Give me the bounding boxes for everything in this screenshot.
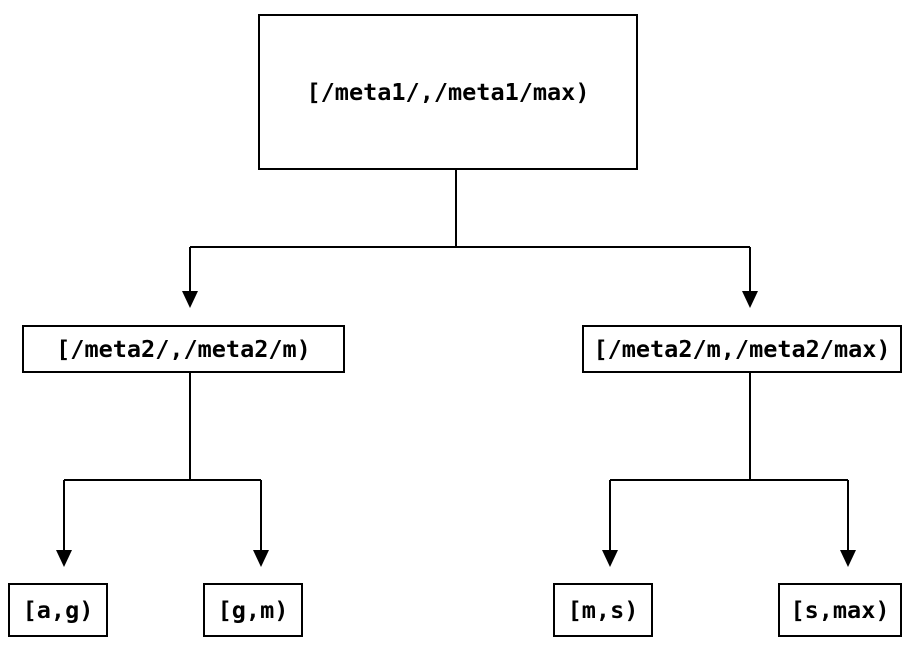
node-leaf-s-max: [s,max) xyxy=(778,583,902,637)
arrow-down-icon xyxy=(182,291,198,308)
edge-lines-right xyxy=(609,373,849,552)
edge-lines-root xyxy=(189,170,751,293)
node-label: [m,s) xyxy=(567,596,639,624)
node-meta2-left: [/meta2/,/meta2/m) xyxy=(22,325,345,373)
arrow-down-icon xyxy=(253,550,269,567)
node-label: [/meta2/,/meta2/m) xyxy=(56,335,311,363)
edge-right-to-children xyxy=(602,373,856,567)
node-leaf-g-m: [g,m) xyxy=(203,583,303,637)
edge-root-to-children xyxy=(182,170,758,308)
node-label: [/meta1/,/meta1/max) xyxy=(306,78,590,106)
arrow-down-icon xyxy=(742,291,758,308)
arrow-down-icon xyxy=(56,550,72,567)
node-label: [g,m) xyxy=(217,596,289,624)
node-root: [/meta1/,/meta1/max) xyxy=(258,14,638,170)
node-leaf-a-g: [a,g) xyxy=(8,583,108,637)
arrow-down-icon xyxy=(840,550,856,567)
node-label: [s,max) xyxy=(790,596,890,624)
node-meta2-right: [/meta2/m,/meta2/max) xyxy=(582,325,902,373)
node-leaf-m-s: [m,s) xyxy=(553,583,653,637)
arrow-down-icon xyxy=(602,550,618,567)
node-label: [/meta2/m,/meta2/max) xyxy=(593,335,891,363)
node-label: [a,g) xyxy=(22,596,94,624)
edge-left-to-children xyxy=(56,373,269,567)
edge-lines-left xyxy=(63,373,262,552)
